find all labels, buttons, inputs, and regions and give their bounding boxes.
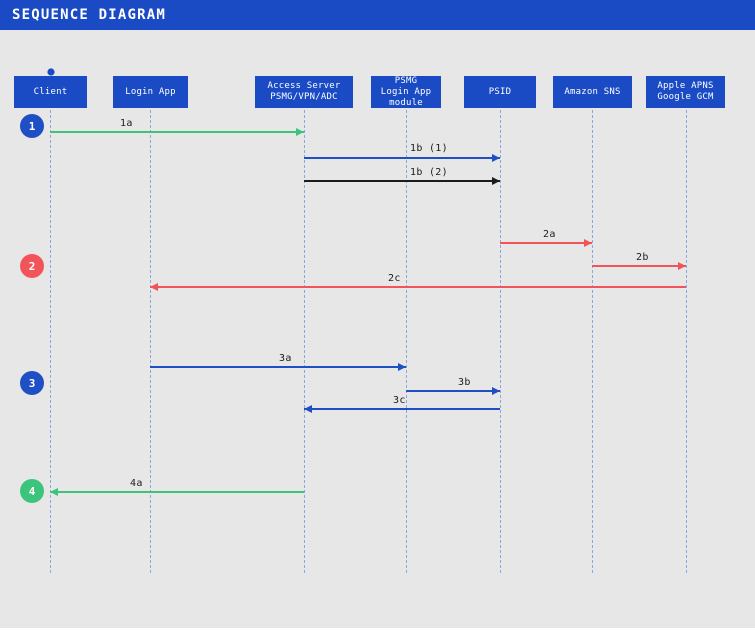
message-arrowhead-1b1 xyxy=(492,153,500,162)
message-label-1b2: 1b (2) xyxy=(410,167,448,178)
lifeline-loginapp xyxy=(150,110,151,573)
message-arrowhead-1a xyxy=(296,127,304,136)
participant-header-loginapp[interactable]: Login App xyxy=(113,76,188,108)
message-line-2b xyxy=(592,265,686,267)
message-label-3a: 3a xyxy=(279,353,292,364)
message-arrowhead-3b xyxy=(492,386,500,395)
step-marker-3[interactable]: 3 xyxy=(20,371,44,395)
message-line-2a xyxy=(500,242,592,244)
message-line-3a xyxy=(150,366,406,368)
message-label-2c: 2c xyxy=(388,273,401,284)
message-arrowhead-2b xyxy=(678,261,686,270)
lifeline-client xyxy=(50,110,51,573)
message-arrowhead-2c xyxy=(150,282,158,291)
participant-header-sns[interactable]: Amazon SNS xyxy=(553,76,632,108)
message-label-2a: 2a xyxy=(543,229,556,240)
participant-header-psmg[interactable]: PSMG Login App module xyxy=(371,76,441,108)
message-line-4a xyxy=(50,491,304,493)
participant-header-client[interactable]: Client xyxy=(14,76,87,108)
message-arrowhead-3a xyxy=(398,362,406,371)
participant-header-psid[interactable]: PSID xyxy=(464,76,536,108)
message-label-2b: 2b xyxy=(636,252,649,263)
message-arrowhead-4a xyxy=(50,487,58,496)
message-line-3b xyxy=(406,390,500,392)
message-line-1b2 xyxy=(304,180,500,182)
lifeline-access xyxy=(304,110,305,573)
participant-header-access[interactable]: Access Server PSMG/VPN/ADC xyxy=(255,76,353,108)
lifeline-psid xyxy=(500,110,501,573)
lifeline-psmg xyxy=(406,110,407,573)
lifeline-sns xyxy=(592,110,593,573)
message-arrowhead-2a xyxy=(584,238,592,247)
diagram-canvas: Client Login App Access Server PSMG/VPN/AD… xyxy=(0,30,755,628)
step-marker-4[interactable]: 4 xyxy=(20,479,44,503)
title-bar: SEQUENCE DIAGRAM xyxy=(0,0,755,30)
message-arrowhead-1b2 xyxy=(492,176,500,185)
message-label-1b1: 1b (1) xyxy=(410,143,448,154)
message-label-3c: 3c xyxy=(393,395,406,406)
message-label-4a: 4a xyxy=(130,478,143,489)
message-line-3c xyxy=(304,408,500,410)
message-line-2c xyxy=(150,286,686,288)
message-line-1a xyxy=(50,131,304,133)
lifeline-apns xyxy=(686,110,687,573)
participant-header-apns[interactable]: Apple APNS Google GCM xyxy=(646,76,725,108)
message-arrowhead-3c xyxy=(304,404,312,413)
step-marker-1[interactable]: 1 xyxy=(20,114,44,138)
message-line-1b1 xyxy=(304,157,500,159)
page-title: SEQUENCE DIAGRAM xyxy=(12,7,167,23)
step-marker-2[interactable]: 2 xyxy=(20,254,44,278)
message-label-3b: 3b xyxy=(458,377,471,388)
message-label-1a: 1a xyxy=(120,118,133,129)
